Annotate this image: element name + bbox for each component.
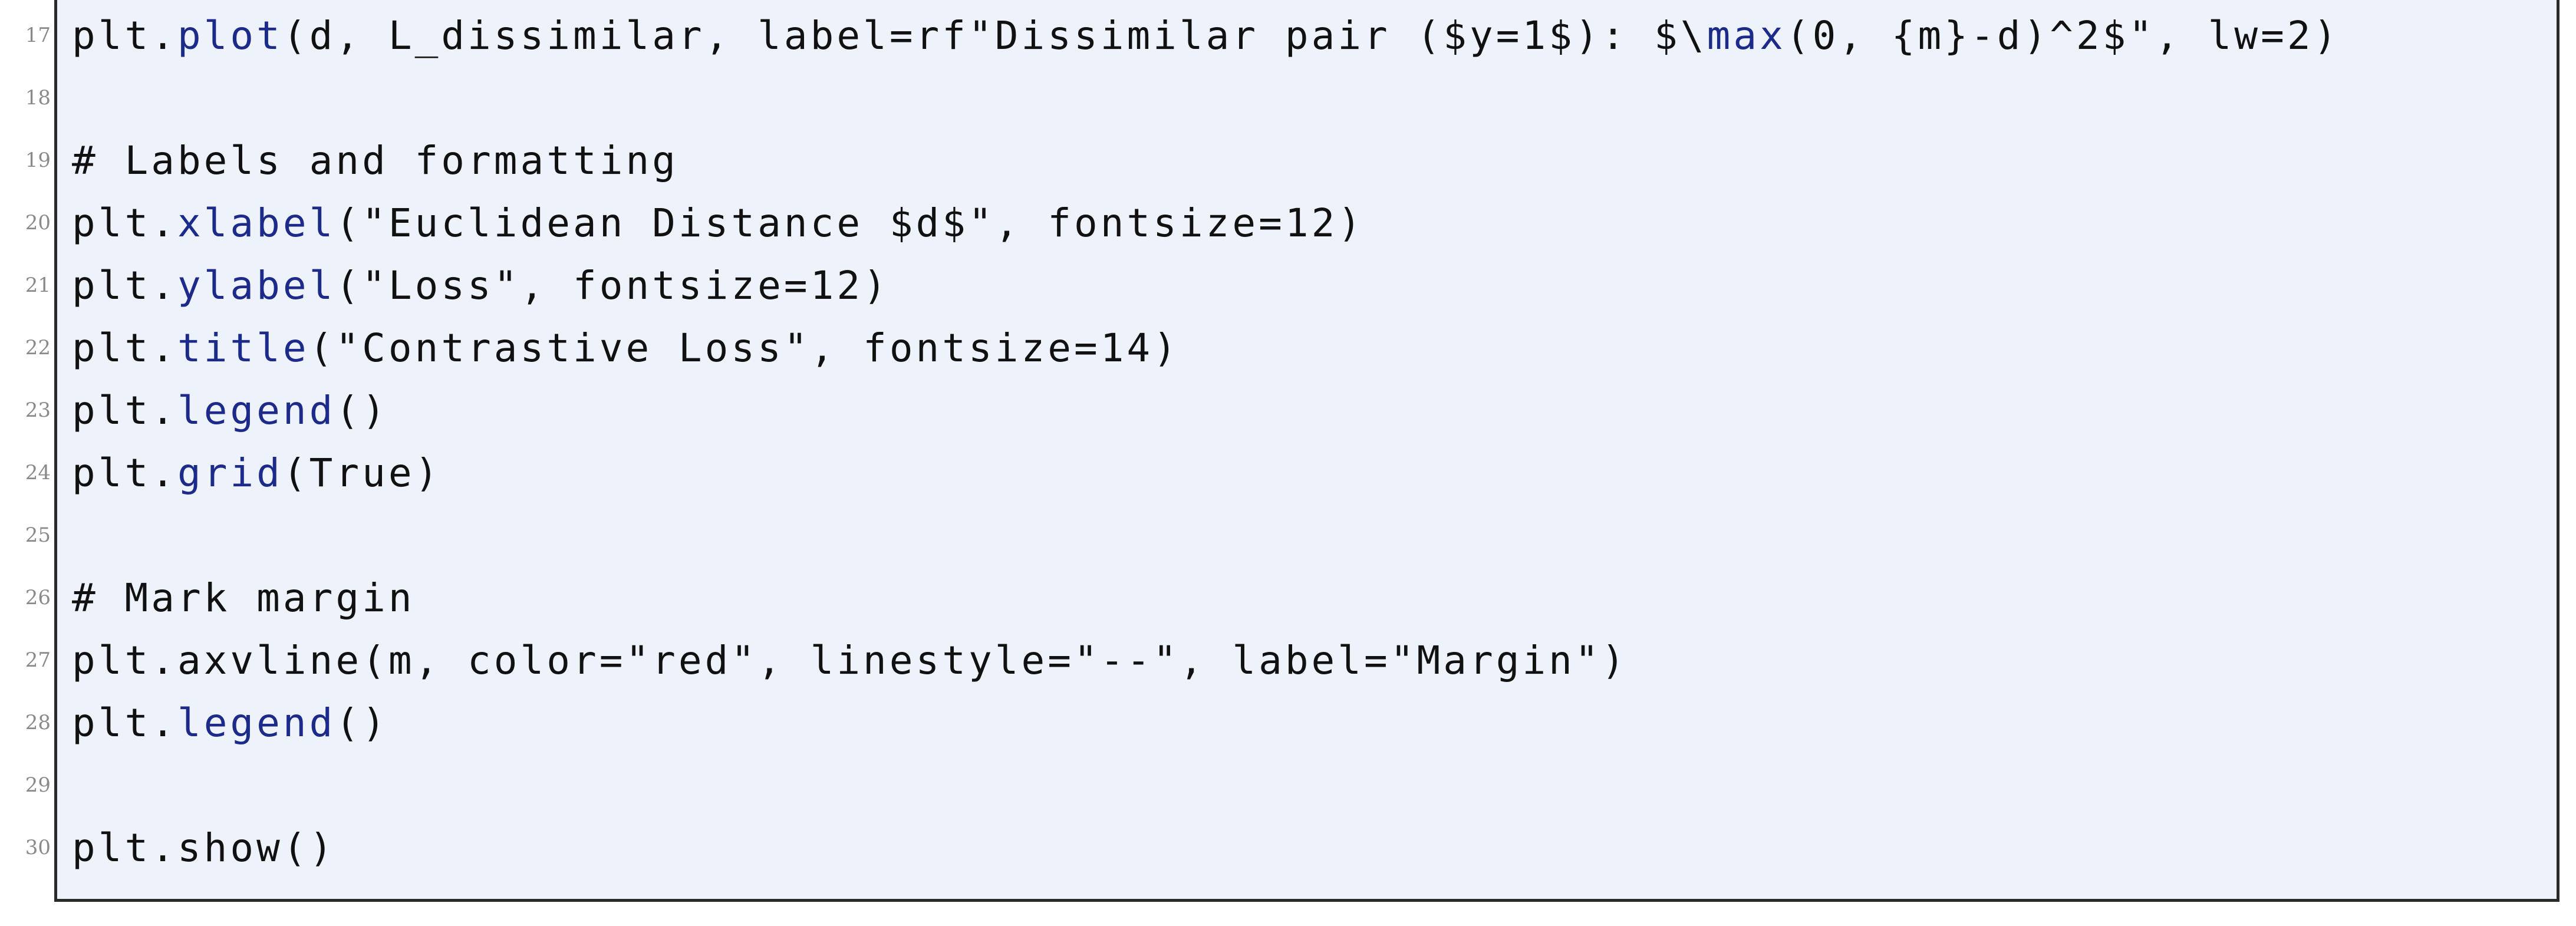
code-text: plt.legend(): [72, 698, 388, 749]
code-line: 22 plt.title("Contrastive Loss", fontsize…: [0, 318, 2576, 381]
line-number: 25: [25, 523, 51, 547]
comment: # Mark margin: [72, 575, 415, 621]
code-token: plt.: [72, 200, 177, 246]
line-number: 23: [25, 398, 51, 422]
code-token: (0, {m}-d)^2$", lw=2): [1786, 13, 2340, 58]
line-number: 18: [25, 86, 51, 110]
code-token: plt.: [72, 263, 177, 308]
code-line: 28 plt.legend(): [0, 693, 2576, 756]
code-text: # Mark margin: [72, 573, 415, 624]
line-number: 24: [25, 461, 51, 485]
code-line: 25: [0, 506, 2576, 568]
line-number: 17: [25, 24, 51, 47]
code-text: plt.plot(d, L_dissimilar, label=rf"Dissi…: [72, 11, 2340, 61]
code-line: 20 plt.xlabel("Euclidean Distance $d$", f…: [0, 193, 2576, 256]
line-number: 28: [25, 711, 51, 734]
code-line: 18: [0, 68, 2576, 131]
code-token: plt.show(): [72, 825, 336, 871]
code-text: # Labels and formatting: [72, 136, 678, 186]
code-token: (d, L_dissimilar, label=rf"Dissimilar pa…: [282, 13, 1707, 58]
code-text: plt.title("Contrastive Loss", fontsize=1…: [72, 323, 1180, 374]
line-number: 20: [25, 211, 51, 235]
code-text: plt.ylabel("Loss", fontsize=12): [72, 261, 890, 311]
line-number: 22: [25, 336, 51, 360]
function-name: title: [177, 325, 309, 371]
code-text: plt.legend(): [72, 385, 388, 436]
code-token: ("Loss", fontsize=12): [335, 263, 890, 308]
code-token: plt.: [72, 13, 177, 58]
line-number: 19: [25, 149, 51, 172]
function-name: legend: [177, 388, 336, 433]
comment: # Labels and formatting: [72, 138, 678, 183]
code-line: 19 # Labels and formatting: [0, 131, 2576, 193]
function-name: legend: [177, 700, 336, 746]
code-text: plt.xlabel("Euclidean Distance $d$", fon…: [72, 198, 1364, 249]
code-text: plt.show(): [72, 823, 335, 874]
line-number: 27: [25, 648, 51, 672]
line-number: 26: [25, 586, 51, 609]
code-line: 30 plt.show(): [0, 818, 2576, 881]
code-token: ("Euclidean Distance $d$", fontsize=12): [335, 200, 1365, 246]
function-name: max: [1707, 13, 1786, 58]
code-token: (): [335, 700, 388, 746]
code-token: plt.: [72, 450, 177, 496]
code-line: 29: [0, 756, 2576, 818]
code-token: plt.axvline(m, color="red", linestyle="-…: [72, 638, 1628, 683]
function-name: grid: [177, 450, 283, 496]
code-text: plt.grid(True): [72, 448, 441, 499]
code-line: 27 plt.axvline(m, color="red", linestyle=…: [0, 631, 2576, 693]
code-token: plt.: [72, 700, 177, 746]
line-number: 21: [25, 273, 51, 297]
code-token: plt.: [72, 388, 177, 433]
function-name: plot: [177, 13, 283, 58]
code-listing: [54, 0, 2559, 902]
line-number: 30: [25, 836, 51, 859]
code-line: 26 # Mark margin: [0, 568, 2576, 631]
line-number: 29: [25, 773, 51, 797]
code-token: (True): [282, 450, 442, 496]
code-text: plt.axvline(m, color="red", linestyle="-…: [72, 635, 1628, 686]
function-name: ylabel: [177, 263, 336, 308]
code-line: 17 plt.plot(d, L_dissimilar, label=rf"Dis…: [0, 6, 2576, 68]
code-token: ("Contrastive Loss", fontsize=14): [309, 325, 1180, 371]
code-token: plt.: [72, 325, 177, 371]
function-name: xlabel: [177, 200, 336, 246]
code-line: 24 plt.grid(True): [0, 443, 2576, 506]
code-line: 21 plt.ylabel("Loss", fontsize=12): [0, 256, 2576, 318]
code-token: (): [335, 388, 388, 433]
code-line: 23 plt.legend(): [0, 381, 2576, 443]
